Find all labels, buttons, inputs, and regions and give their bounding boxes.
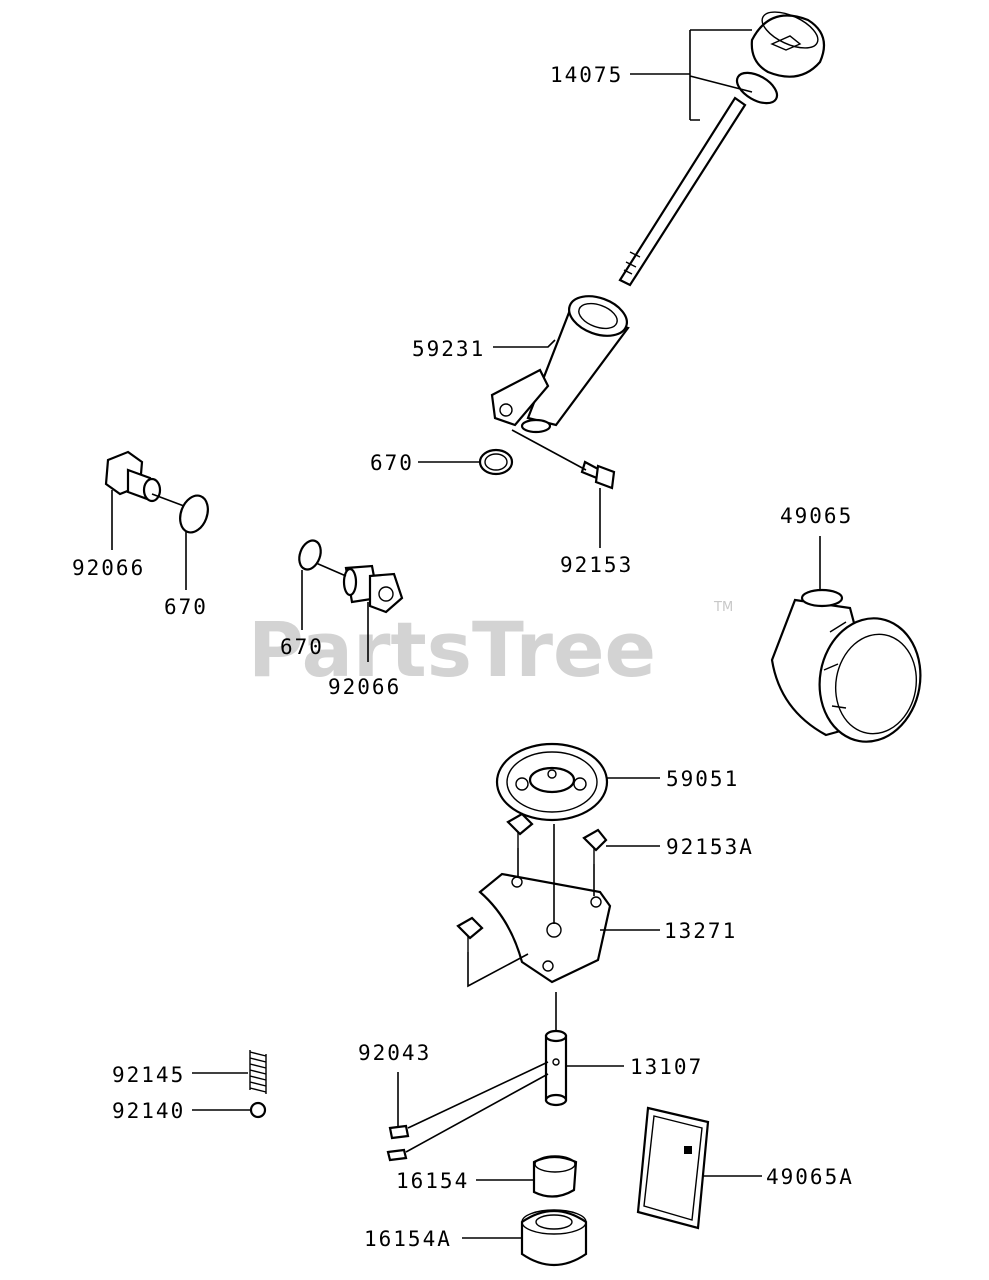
callout-ball: 92140 (112, 1099, 185, 1123)
callout-plate: 13271 (664, 919, 737, 943)
callout-rotor-outer: 16154A (364, 1227, 452, 1251)
callout-bolt-plate: 92153A (666, 835, 754, 859)
plate-part (478, 872, 612, 984)
callout-dipstick: 14075 (550, 63, 623, 87)
filter-element-part (636, 1106, 710, 1230)
ball-part (249, 1101, 267, 1119)
callout-pin: 92043 (358, 1041, 431, 1065)
oil-filter-part (770, 588, 922, 743)
o-ring-mid-part (298, 539, 322, 571)
spring-part (249, 1050, 267, 1094)
leader-lines (111, 29, 821, 1239)
callout-rotor-inner: 16154 (396, 1169, 469, 1193)
pin-part (386, 1124, 410, 1162)
filler-tube-part (490, 295, 630, 434)
callout-labels: 14075 59231 670 92153 92066 670 670 9206… (72, 63, 854, 1251)
watermark-trademark: TM (713, 600, 733, 615)
callout-bolt-tube: 92153 (560, 553, 633, 577)
gear-part (495, 742, 609, 822)
plug-left-part (104, 450, 162, 503)
callout-spring: 92145 (112, 1063, 185, 1087)
shaft-part (544, 1029, 568, 1107)
bolt-plate-part (456, 812, 608, 952)
callout-gear: 59051 (666, 767, 739, 791)
rotor-outer-part (520, 1209, 588, 1266)
callout-o-ring-mid: 670 (280, 635, 324, 659)
callout-shaft: 13107 (630, 1055, 703, 1079)
watermark-text: PartsTree (248, 605, 656, 694)
plug-mid-part (342, 564, 404, 614)
rotor-inner-part (532, 1155, 578, 1198)
callout-plug-left: 92066 (72, 556, 145, 580)
callout-o-ring-tube: 670 (370, 451, 414, 475)
callout-filler-tube: 59231 (412, 337, 485, 361)
callout-oil-filter: 49065 (780, 504, 853, 528)
o-ring-left-part (179, 494, 209, 534)
callout-plug-mid: 92066 (328, 675, 401, 699)
callout-filter-element: 49065A (766, 1165, 854, 1189)
dipstick-part (618, 11, 826, 287)
callout-o-ring-left: 670 (164, 595, 208, 619)
bolt-tube-part (580, 460, 616, 490)
